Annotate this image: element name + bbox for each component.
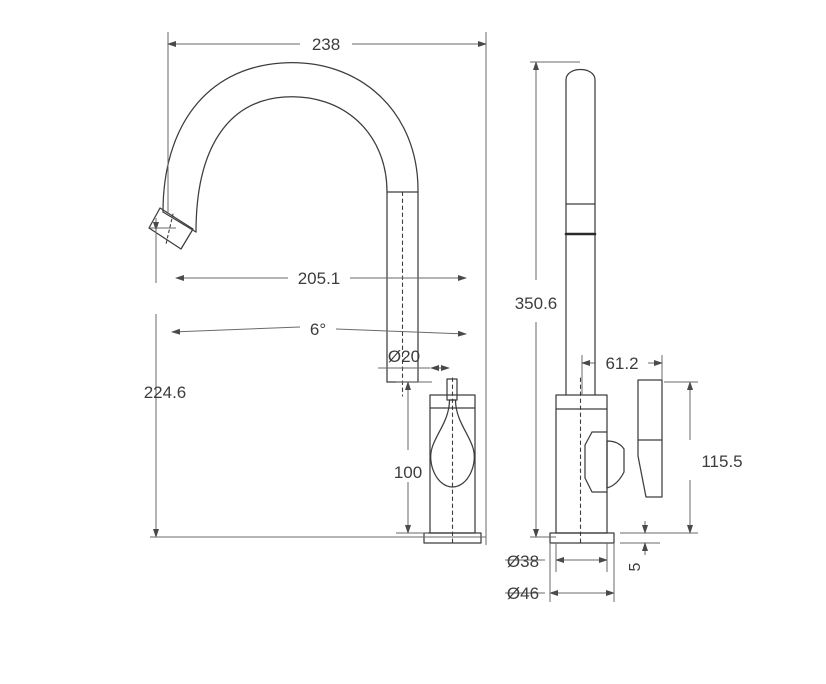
side-view xyxy=(549,68,663,544)
dim-handle-projection: 61.2 xyxy=(605,354,638,373)
dim-handle-top-height: 115.5 xyxy=(701,452,742,471)
dim-base-flange-thickness: 5 xyxy=(627,562,644,571)
dim-nozzle-angle: 6° xyxy=(310,320,326,339)
dim-base-flange-diameter: Ø46 xyxy=(507,584,539,603)
spout-nozzle-tip xyxy=(148,207,194,250)
front-view-gooseneck xyxy=(162,62,419,383)
dim-center-reach: 205.1 xyxy=(298,269,341,288)
dim-handle-height: 100 xyxy=(394,463,422,482)
dim-spout-height: 224.6 xyxy=(144,383,187,402)
dimension-lines xyxy=(150,32,698,602)
dim-body-diameter: Ø38 xyxy=(507,552,539,571)
front-view-body xyxy=(423,377,482,544)
dim-overall-height: 350.6 xyxy=(515,294,558,313)
dim-spout-tube-diameter: Ø20 xyxy=(388,347,420,366)
dim-overall-reach: 238 xyxy=(312,35,340,54)
